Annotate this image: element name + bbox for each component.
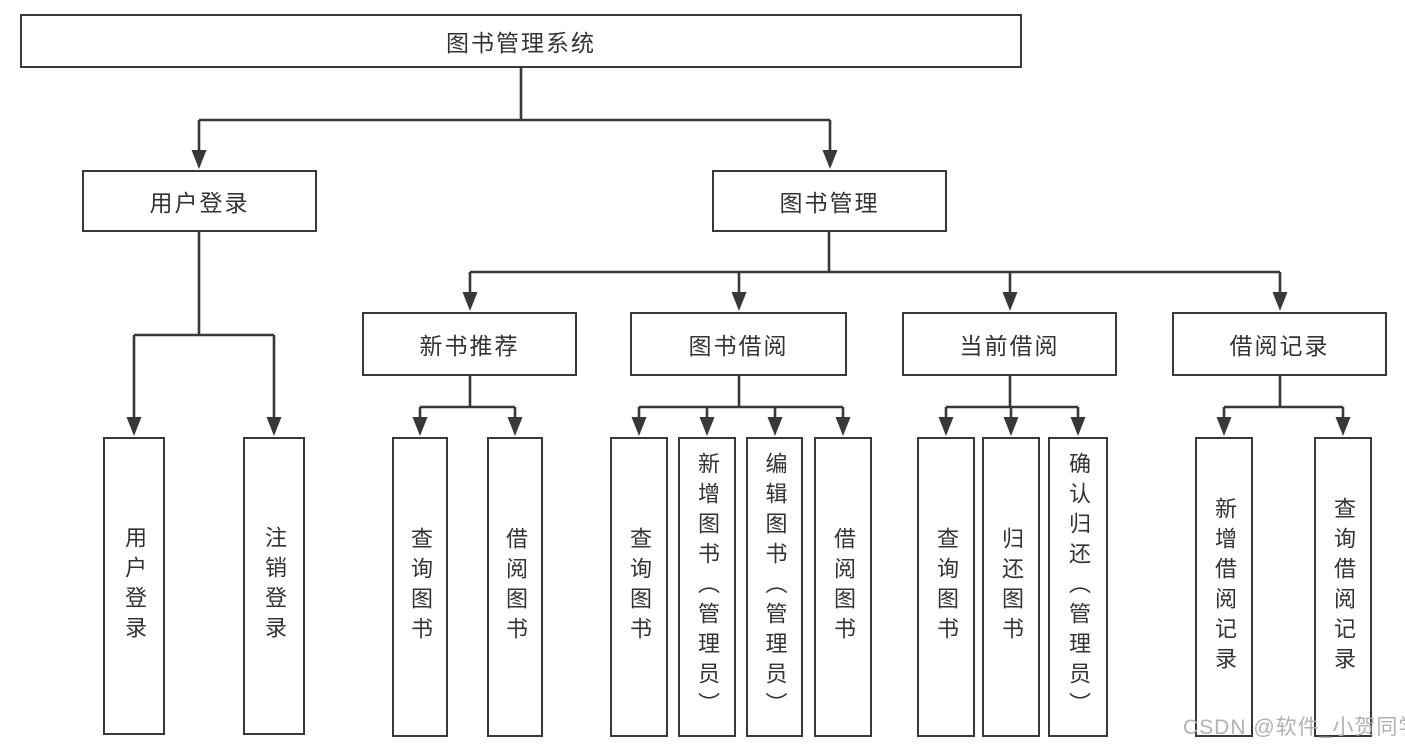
arrow-down-icon <box>1003 417 1019 436</box>
node-borrow-records-label: 借阅记录 <box>1229 333 1330 359</box>
leaf-cb-query-books: 查询图书 <box>917 437 975 737</box>
connector-root-to-level1 <box>191 68 838 169</box>
arrow-down-icon <box>191 150 207 169</box>
arrow-down-icon <box>412 417 428 436</box>
connector-new-book-rec-children <box>412 376 523 436</box>
arrow-down-icon <box>1272 292 1288 311</box>
leaf-bb-edit-books-admin: 编辑图书（管理员） <box>746 437 803 737</box>
arrow-down-icon <box>731 292 747 311</box>
node-root-label: 图书管理系统 <box>446 30 596 56</box>
node-book-borrow-label: 图书借阅 <box>688 333 789 359</box>
arrow-down-icon <box>1216 417 1232 436</box>
node-book-mgmt: 图书管理 <box>712 170 947 232</box>
leaf-bb-edit-books-admin-label: 编辑图书（管理员） <box>762 452 788 722</box>
leaf-cb-return-books-label: 归还图书 <box>999 527 1024 647</box>
leaf-br-add-record-label: 新增借阅记录 <box>1212 497 1237 677</box>
node-book-mgmt-label: 图书管理 <box>779 190 880 216</box>
connector-current-borrow-children <box>938 376 1086 436</box>
connector-book-mgmt-to-level2 <box>462 232 1288 311</box>
leaf-logout-label: 注销登录 <box>262 526 287 646</box>
node-user-login: 用户登录 <box>82 170 317 232</box>
leaf-bb-borrow-books: 借阅图书 <box>814 437 872 737</box>
arrow-down-icon <box>1002 292 1018 311</box>
leaf-nbr-borrow-books: 借阅图书 <box>487 437 543 737</box>
leaf-nbr-query-books-label: 查询图书 <box>408 527 433 647</box>
arrow-down-icon <box>126 417 142 436</box>
leaf-cb-query-books-label: 查询图书 <box>934 527 959 647</box>
leaf-br-query-record: 查询借阅记录 <box>1314 437 1372 737</box>
connector-borrow-records-children <box>1216 376 1351 436</box>
leaf-br-query-record-label: 查询借阅记录 <box>1331 497 1356 677</box>
watermark: CSDN @软件_小贺同学 <box>1183 716 1405 739</box>
leaf-bb-query-books: 查询图书 <box>610 437 668 737</box>
node-root: 图书管理系统 <box>20 14 1022 68</box>
leaf-logout: 注销登录 <box>243 437 305 735</box>
arrow-down-icon <box>699 417 715 436</box>
leaf-cb-confirm-return-admin: 确认归还（管理员） <box>1048 437 1108 737</box>
leaf-br-add-record: 新增借阅记录 <box>1195 437 1253 737</box>
node-new-book-recommend: 新书推荐 <box>362 312 577 376</box>
node-borrow-records: 借阅记录 <box>1172 312 1387 376</box>
leaf-user-login-label: 用户登录 <box>122 526 147 646</box>
leaf-bb-borrow-books-label: 借阅图书 <box>831 527 856 647</box>
node-current-borrow-label: 当前借阅 <box>959 333 1060 359</box>
arrow-down-icon <box>767 417 783 436</box>
arrow-down-icon <box>822 150 838 169</box>
node-user-login-label: 用户登录 <box>149 190 250 216</box>
leaf-bb-add-books-admin: 新增图书（管理员） <box>678 437 736 737</box>
leaf-user-login: 用户登录 <box>103 437 165 735</box>
arrow-down-icon <box>1335 417 1351 436</box>
leaf-cb-return-books: 归还图书 <box>982 437 1040 737</box>
leaf-nbr-borrow-books-label: 借阅图书 <box>503 527 528 647</box>
node-current-borrow: 当前借阅 <box>902 312 1117 376</box>
arrow-down-icon <box>1070 417 1086 436</box>
connector-book-borrow-children <box>631 376 851 436</box>
node-book-borrow: 图书借阅 <box>630 312 847 376</box>
arrow-down-icon <box>835 417 851 436</box>
arrow-down-icon <box>266 417 282 436</box>
connector-user-login-children <box>126 232 282 436</box>
arrow-down-icon <box>938 417 954 436</box>
arrow-down-icon <box>631 417 647 436</box>
node-new-book-recommend-label: 新书推荐 <box>419 333 520 359</box>
leaf-bb-add-books-admin-label: 新增图书（管理员） <box>695 452 720 722</box>
arrow-down-icon <box>507 417 523 436</box>
leaf-cb-confirm-return-admin-label: 确认归还（管理员） <box>1066 452 1091 722</box>
arrow-down-icon <box>462 292 478 311</box>
leaf-bb-query-books-label: 查询图书 <box>627 527 652 647</box>
leaf-nbr-query-books: 查询图书 <box>392 437 448 737</box>
